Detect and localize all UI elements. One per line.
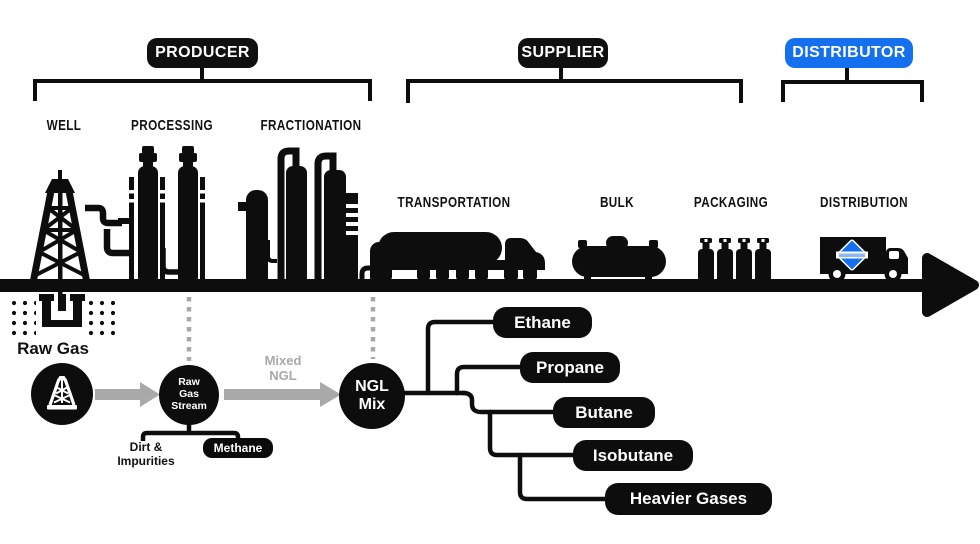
product-pill-propane: Propane xyxy=(520,352,620,383)
product-pill-heavier-gases: Heavier Gases xyxy=(605,483,772,515)
underground-well-icon xyxy=(6,294,118,340)
product-pill-ethane: Ethane xyxy=(493,307,592,338)
derrick-badge xyxy=(31,363,93,425)
supplier-bracket xyxy=(406,68,743,103)
fractionation-plant-icon xyxy=(238,147,391,283)
flow-arrow-raw-gas xyxy=(95,382,160,407)
processing-plant-icon xyxy=(118,146,205,283)
stage-label-processing: PROCESSING xyxy=(131,117,213,134)
stage-label-well: WELL xyxy=(46,117,82,134)
distributor-bracket xyxy=(781,68,924,102)
supplier-header-pill: SUPPLIER xyxy=(518,38,608,68)
tanker-truck-icon xyxy=(378,232,545,280)
gas-cylinders-icon xyxy=(698,238,771,280)
mixed-ngl-label: Mixed NGL xyxy=(264,353,302,383)
distributor-header-pill: DISTRIBUTOR xyxy=(785,38,913,68)
dirt-impurities-label: Dirt & Impurities xyxy=(117,440,175,468)
producer-header-pill: PRODUCER xyxy=(147,38,258,68)
ngl-mix-node: NGL Mix xyxy=(339,363,405,429)
stage-label-distribution: DISTRIBUTION xyxy=(820,194,908,211)
bulk-tank-icon xyxy=(572,236,666,282)
methane-pill: Methane xyxy=(203,438,273,458)
flow-arrow-mixed-ngl xyxy=(224,382,341,407)
timeline-arrow-icon xyxy=(0,253,979,317)
stage-label-bulk: BULK xyxy=(599,194,635,211)
raw-gas-stream-node: Raw Gas Stream xyxy=(159,365,219,425)
producer-bracket xyxy=(33,68,372,101)
well-derrick-icon xyxy=(29,170,130,296)
raw-gas-label: Raw Gas xyxy=(17,339,89,358)
distributor-diamond-logo xyxy=(836,239,868,271)
delivery-truck-icon xyxy=(820,237,908,283)
product-pill-isobutane: Isobutane xyxy=(573,440,693,471)
product-pill-butane: Butane xyxy=(553,397,655,428)
derrick-badge-icon xyxy=(47,376,77,410)
stage-label-packaging: PACKAGING xyxy=(693,194,769,211)
stage-label-transportation: TRANSPORTATION xyxy=(397,194,511,211)
stage-label-fractionation: FRACTIONATION xyxy=(260,117,362,134)
product-tree-connectors xyxy=(402,319,608,502)
